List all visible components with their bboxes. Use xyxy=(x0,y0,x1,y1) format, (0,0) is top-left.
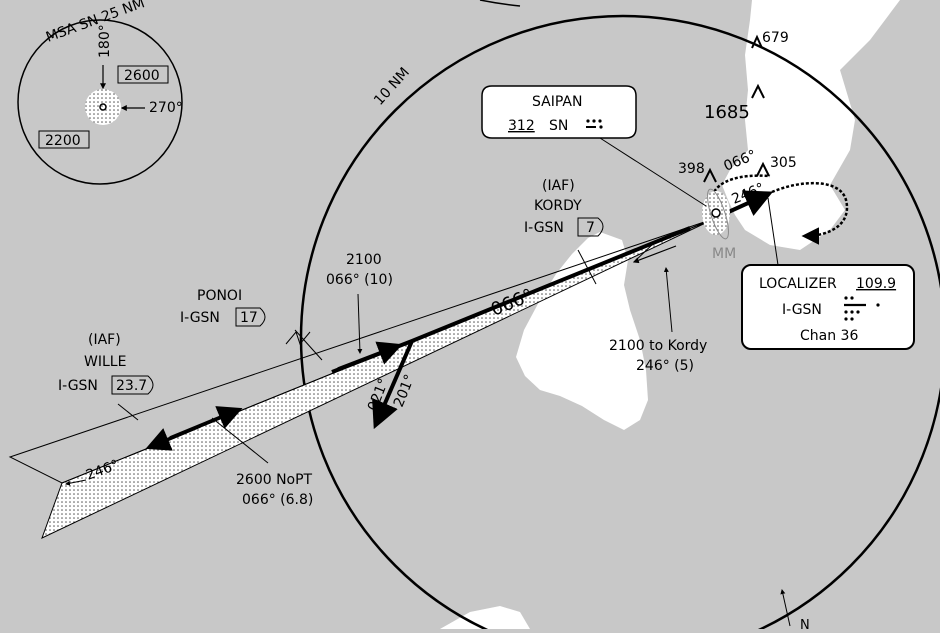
marker-mm-symbol xyxy=(707,188,729,240)
ndb-morse-icon xyxy=(586,119,603,129)
kordy-dme-box xyxy=(577,217,604,237)
peak-679-icon xyxy=(751,34,763,49)
localizer-label: LOCALIZER xyxy=(759,276,837,292)
ponoi-name: PONOI xyxy=(197,288,242,304)
peak-679: 679 xyxy=(762,30,789,46)
ponoi-dme-ident: I-GSN xyxy=(180,310,220,326)
ring-10nm xyxy=(299,14,940,633)
ndb-ident: SN xyxy=(549,118,568,134)
north-label: N xyxy=(800,618,810,629)
msa-alt-north: 2600 xyxy=(124,68,160,84)
ponoi-fix-tick xyxy=(294,329,323,361)
msa-bearing-180: 180° xyxy=(97,24,113,58)
msa-center-symbol xyxy=(85,89,121,125)
ndb-freq: 312 xyxy=(508,118,535,134)
wille-role: (IAF) xyxy=(88,332,121,348)
kordy-transition-arrow xyxy=(632,245,677,264)
ponoi-segment-course: 066° (10) xyxy=(326,272,393,288)
wille-segment-arrow-sw xyxy=(145,424,201,451)
msa-alt-north-box xyxy=(117,65,169,84)
kordy-fix-tick xyxy=(577,249,597,285)
ponoi-dme-box xyxy=(235,307,266,327)
procedure-turn-leg xyxy=(372,340,414,430)
ndb-name: SAIPAN xyxy=(532,94,582,110)
msa-bearing-270: 270° xyxy=(149,100,183,116)
obstacle-398: 398 xyxy=(678,161,705,177)
ponoi-inbound-arrow xyxy=(337,341,403,371)
msa-alt-south-box xyxy=(38,130,90,149)
kordy-name: KORDY xyxy=(534,198,582,214)
ponoi-break-mark xyxy=(285,330,311,346)
obstacle-305-icon xyxy=(756,161,770,177)
localizer-antenna-icon xyxy=(711,208,721,218)
outbound-arrow-tip xyxy=(65,479,87,486)
island-bottom xyxy=(440,606,530,629)
localizer-leader-line xyxy=(767,197,779,266)
peak-1685: 1685 xyxy=(704,102,750,123)
msa-center-dot xyxy=(99,103,107,111)
marker-mm-label: MM xyxy=(712,246,736,262)
north-arrow-fragment xyxy=(780,589,791,627)
wille-segment-leader xyxy=(211,417,269,464)
island-south xyxy=(516,232,648,430)
island-saipan xyxy=(722,0,900,250)
localizer-channel: Chan 36 xyxy=(800,328,858,344)
ndb-info-box xyxy=(481,85,637,139)
kordy-dme: 7 xyxy=(586,220,595,236)
kordy-transition-course: 246° (5) xyxy=(636,358,694,374)
localizer-morse-icon xyxy=(844,296,880,321)
ponoi-segment-alt: 2100 xyxy=(346,252,382,268)
wille-dme-box xyxy=(111,375,154,395)
obstacle-305: 305 xyxy=(770,155,797,171)
wille-dme-ident: I-GSN xyxy=(58,378,98,394)
peak-1685-icon xyxy=(751,83,765,99)
localizer-info-box xyxy=(741,264,915,350)
wille-name: WILLE xyxy=(84,354,126,370)
ponoi-dme: 17 xyxy=(240,310,258,326)
localizer-ident: I-GSN xyxy=(782,302,822,318)
top-edge-arc xyxy=(479,0,521,7)
hold-turn xyxy=(771,182,849,245)
hold-outbound-arc xyxy=(710,174,771,197)
hold-inbound-leg xyxy=(723,190,774,217)
wille-segment-alt: 2600 NoPT xyxy=(236,472,313,488)
obstacle-398-icon xyxy=(703,167,717,183)
msa-alt-south: 2200 xyxy=(45,133,81,149)
ponoi-segment-leader xyxy=(357,293,363,354)
kordy-role: (IAF) xyxy=(542,178,575,194)
kordy-dme-ident: I-GSN xyxy=(524,220,564,236)
localizer-freq: 109.9 xyxy=(856,276,896,292)
kordy-transition-alt: 2100 to Kordy xyxy=(609,338,707,354)
wille-fix-tick xyxy=(117,403,139,421)
kordy-leader-line xyxy=(663,267,673,333)
wille-segment-course: 066° (6.8) xyxy=(242,492,313,508)
wille-dme: 23.7 xyxy=(116,378,147,394)
ndb-leader-line xyxy=(599,137,707,207)
